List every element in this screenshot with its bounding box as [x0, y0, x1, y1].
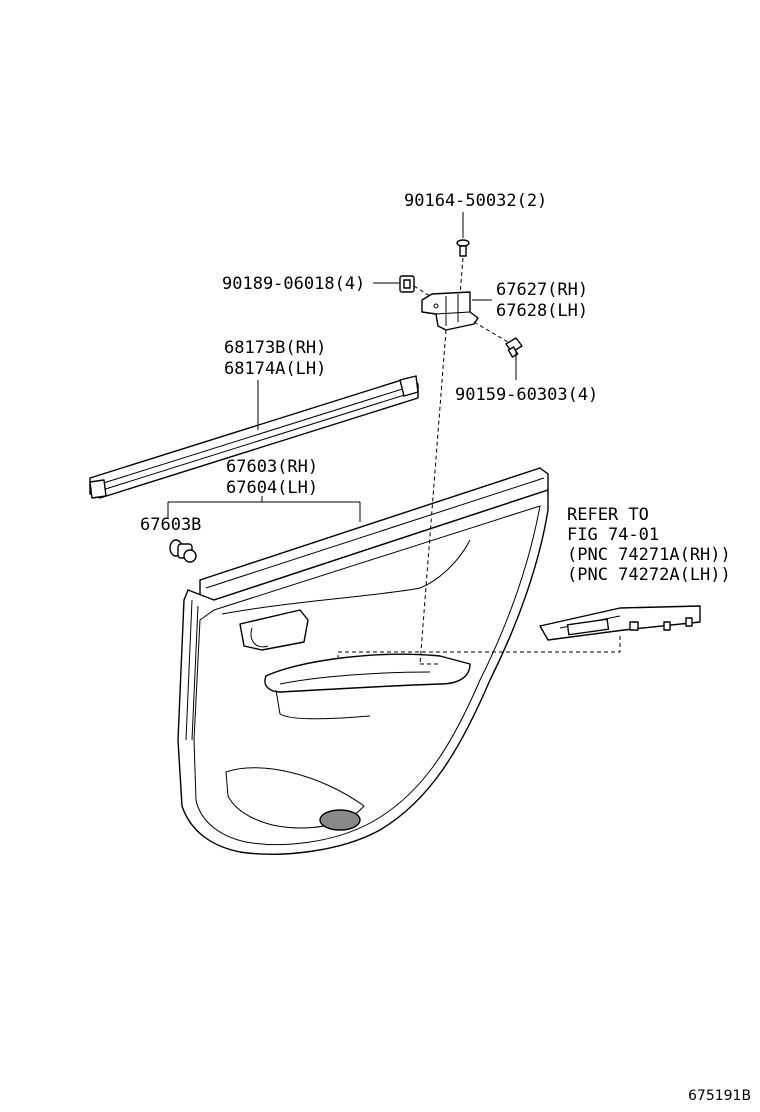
label-screw-side: 90159-60303(4) — [455, 385, 598, 405]
clip-part[interactable] — [169, 539, 197, 563]
label-refer-2: FIG 74-01 — [567, 525, 659, 545]
label-hinge-rh: 67627(RH) — [496, 280, 588, 300]
label-weatherstrip-lh: 68174A(LH) — [224, 359, 326, 379]
bolt-part[interactable] — [456, 239, 470, 257]
bolt-dashed-line — [459, 257, 464, 296]
label-clip: 67603B — [140, 515, 201, 535]
bracket-part[interactable] — [421, 291, 479, 331]
label-bolt-top: 90164-50032(2) — [404, 191, 547, 211]
panel-leader — [167, 496, 361, 522]
label-weatherstrip-rh: 68173B(RH) — [224, 338, 326, 358]
label-hinge-lh: 67628(LH) — [496, 301, 588, 321]
speaker-grille — [319, 809, 361, 831]
label-refer-1: REFER TO — [567, 505, 649, 525]
door-panel-part[interactable] — [177, 467, 549, 855]
label-panel-lh: 67604(LH) — [226, 478, 318, 498]
label-panel-rh: 67603(RH) — [226, 457, 318, 477]
label-nut-clip: 90189-06018(4) — [222, 274, 365, 294]
screw-part[interactable] — [505, 337, 523, 358]
label-refer-4: (PNC 74272A(LH)) — [567, 565, 731, 585]
screw-dashed-line — [473, 321, 509, 343]
label-refer-3: (PNC 74271A(RH)) — [567, 545, 731, 565]
nut-clip-part[interactable] — [399, 275, 415, 293]
diagram-id: 675191B — [688, 1088, 751, 1104]
switch-base-part[interactable] — [539, 605, 701, 641]
weatherstrip-part[interactable] — [89, 375, 419, 499]
switch-to-armrest-dashed — [337, 636, 621, 662]
